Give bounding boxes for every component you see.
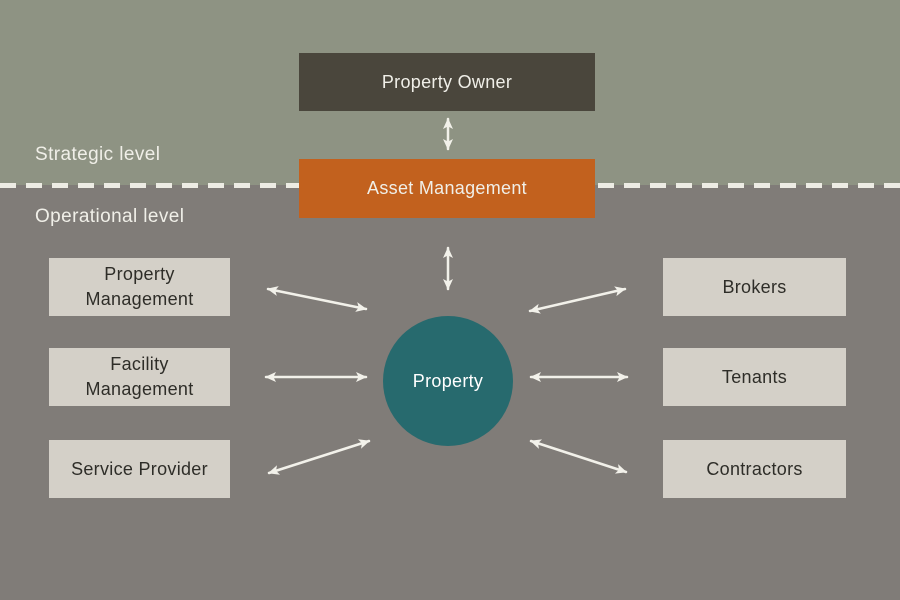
node-property-owner-label: Property Owner: [381, 71, 513, 92]
node-tenants-label: Tenants: [721, 366, 788, 387]
node-facility-management-label: Facility Management: [85, 354, 194, 399]
node-facility-management: Facility Management: [49, 348, 230, 406]
node-service-provider: Service Provider: [49, 440, 230, 498]
node-contractors: Contractors: [663, 440, 846, 498]
operational-level-label: Operational level: [35, 206, 185, 227]
node-property-owner: Property Owner: [299, 53, 595, 111]
node-property-label: Property: [412, 370, 484, 391]
node-tenants: Tenants: [663, 348, 846, 406]
strategic-level-label: Strategic level: [35, 144, 161, 165]
node-asset-management-label: Asset Management: [367, 178, 527, 199]
node-property-management-label: Property Management: [85, 264, 194, 309]
node-asset-management: Asset Management: [299, 159, 595, 218]
node-brokers-label: Brokers: [722, 276, 787, 297]
node-brokers: Brokers: [663, 258, 846, 316]
connector-property-management: [266, 286, 368, 312]
node-contractors-label: Contractors: [706, 458, 803, 479]
node-property-circle: Property: [383, 316, 513, 446]
connector-contractors: [529, 439, 628, 474]
node-property-management: Property Management: [49, 258, 230, 316]
connector-service-provider: [267, 439, 371, 475]
connector-brokers: [528, 286, 627, 314]
node-service-provider-label: Service Provider: [71, 458, 208, 479]
